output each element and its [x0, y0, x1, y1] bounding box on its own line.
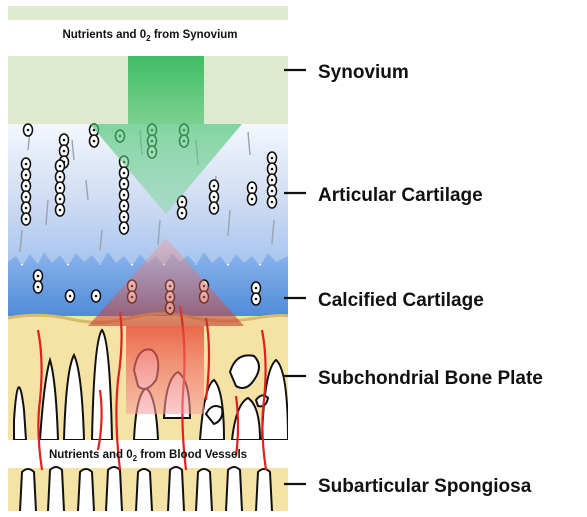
label-articular-cartilage: Articular Cartilage [318, 185, 483, 206]
chondrocyte-nucleus [25, 163, 28, 166]
top-caption-band [8, 6, 288, 20]
spongiosa-stubs [20, 467, 272, 511]
label-synovium: Synovium [318, 62, 409, 83]
chondrocyte-nucleus [271, 201, 274, 204]
chondrocyte-nucleus [95, 295, 98, 298]
label-calcified-cartilage: Calcified Cartilage [318, 290, 484, 311]
chondrocyte-nucleus [123, 227, 126, 230]
chondrocyte-nucleus [59, 187, 62, 190]
chondrocyte-nucleus [25, 174, 28, 177]
layer-column [8, 6, 288, 511]
red-rect [126, 326, 204, 414]
chondrocyte-nucleus [271, 157, 274, 160]
chondrocyte-nucleus [123, 183, 126, 186]
chondrocyte-nucleus [213, 196, 216, 199]
chondrocyte-nucleus [59, 209, 62, 212]
chondrocyte-nucleus [255, 287, 258, 290]
chondrocyte-nucleus [63, 150, 66, 153]
chondrocyte-nucleus [25, 218, 28, 221]
chondrocyte-nucleus [251, 187, 254, 190]
chondrocyte-nucleus [123, 205, 126, 208]
chondrocyte-nucleus [271, 168, 274, 171]
chondrocyte-nucleus [251, 198, 254, 201]
bottom-caption: Nutrients and 02 from Blood Vessels [49, 449, 247, 463]
chondrocyte-nucleus [271, 179, 274, 182]
chondrocyte-nucleus [123, 194, 126, 197]
chondrocyte-nucleus [25, 185, 28, 188]
chondrocyte-nucleus [181, 212, 184, 215]
chondrocyte-nucleus [93, 140, 96, 143]
label-subarticular-spongiosa: Subarticular Spongiosa [318, 476, 532, 497]
chondrocyte-nucleus [123, 216, 126, 219]
chondrocyte-nucleus [271, 190, 274, 193]
chondrocyte-nucleus [27, 129, 30, 132]
chondrocyte-nucleus [63, 139, 66, 142]
chondrocyte-nucleus [59, 198, 62, 201]
chondrocyte-nucleus [25, 207, 28, 210]
chondrocyte-nucleus [123, 172, 126, 175]
chondrocyte-nucleus [59, 176, 62, 179]
chondrocyte-nucleus [37, 275, 40, 278]
top-caption: Nutrients and 02 from Synovium [62, 29, 237, 43]
chondrocyte-nucleus [181, 201, 184, 204]
label-subchondrial-bone-plate: Subchondrial Bone Plate [318, 368, 543, 389]
chondrocyte-nucleus [37, 286, 40, 289]
chondrocyte-nucleus [255, 298, 258, 301]
chondrocyte-nucleus [59, 165, 62, 168]
chondrocyte-nucleus [213, 185, 216, 188]
chondrocyte-nucleus [213, 207, 216, 210]
chondrocyte-nucleus [69, 295, 72, 298]
chondrocyte-nucleus [25, 196, 28, 199]
